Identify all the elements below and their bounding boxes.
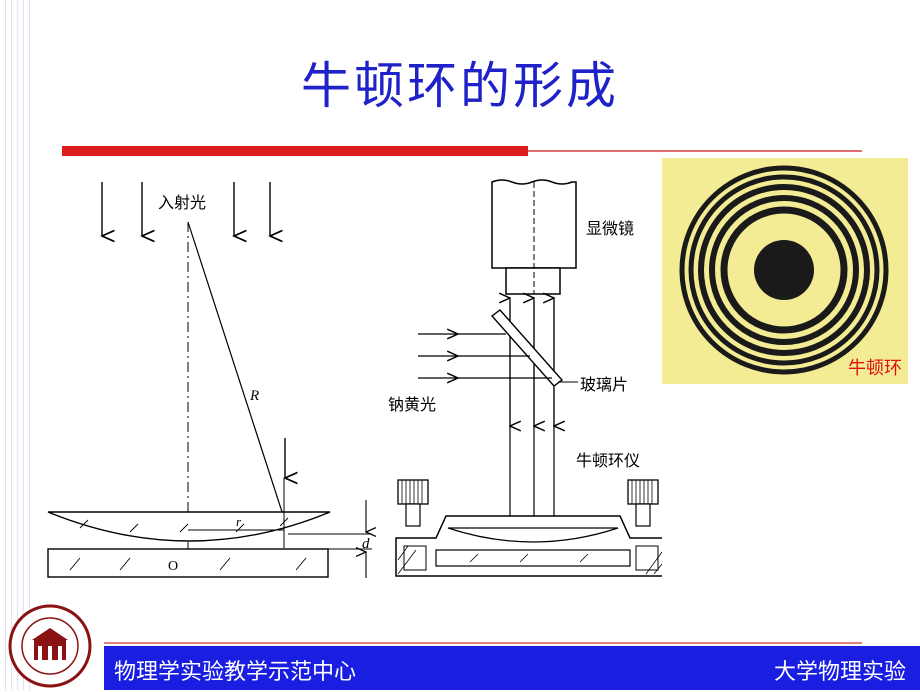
d-label: d [362, 536, 370, 552]
plano-convex-lens [47, 511, 331, 542]
logo-svg [8, 604, 92, 688]
glass-slide-label: 玻璃片 [580, 375, 628, 394]
footer-rule [104, 642, 862, 644]
diagram-svg: 入射光 R r O d 显微镜 [47, 179, 665, 578]
ring-4 [709, 195, 859, 345]
ring-5 [720, 206, 848, 334]
incident-arrows [102, 182, 285, 478]
newton-ring-diagram: 入射光 R r O d 显微镜 [40, 160, 665, 592]
apparatus-label: 牛顿环仪 [576, 451, 640, 470]
ring-2 [688, 174, 880, 366]
central-dark-spot [754, 240, 814, 300]
footer-bar: 物理学实验教学示范中心 大学物理实验 [104, 646, 920, 690]
sodium-light-arrows [418, 334, 552, 378]
university-logo [4, 604, 96, 688]
glass-slide [490, 309, 564, 387]
d-dimension [288, 500, 372, 578]
newton-rings-label: 牛顿环 [848, 358, 902, 379]
plate-hatch [69, 557, 307, 571]
footer-left-text: 物理学实验教学示范中心 [114, 660, 357, 685]
footer-right-text: 大学物理实验 [773, 660, 906, 685]
decorative-stripes [0, 0, 30, 690]
incident-light-label: 入射光 [158, 193, 206, 212]
microscope-label: 显微镜 [586, 219, 634, 238]
slide-title: 牛顿环的形成 [301, 57, 619, 115]
flat-glass-plate [47, 548, 329, 578]
radius-line [187, 221, 285, 519]
title-underline-thin [528, 150, 862, 152]
r-label: r [236, 514, 242, 529]
title-underline-red [62, 146, 528, 156]
ring-3 [698, 184, 870, 356]
microscope-eyepiece [505, 267, 561, 295]
radius-label: R [249, 388, 259, 404]
newton-ring-apparatus [395, 479, 665, 577]
rings-svg [679, 165, 889, 375]
origin-label: O [168, 559, 178, 574]
ring-1 [679, 165, 889, 375]
newton-rings-photo: 牛顿环 [662, 158, 908, 384]
sodium-light-label: 钠黄光 [388, 395, 436, 414]
